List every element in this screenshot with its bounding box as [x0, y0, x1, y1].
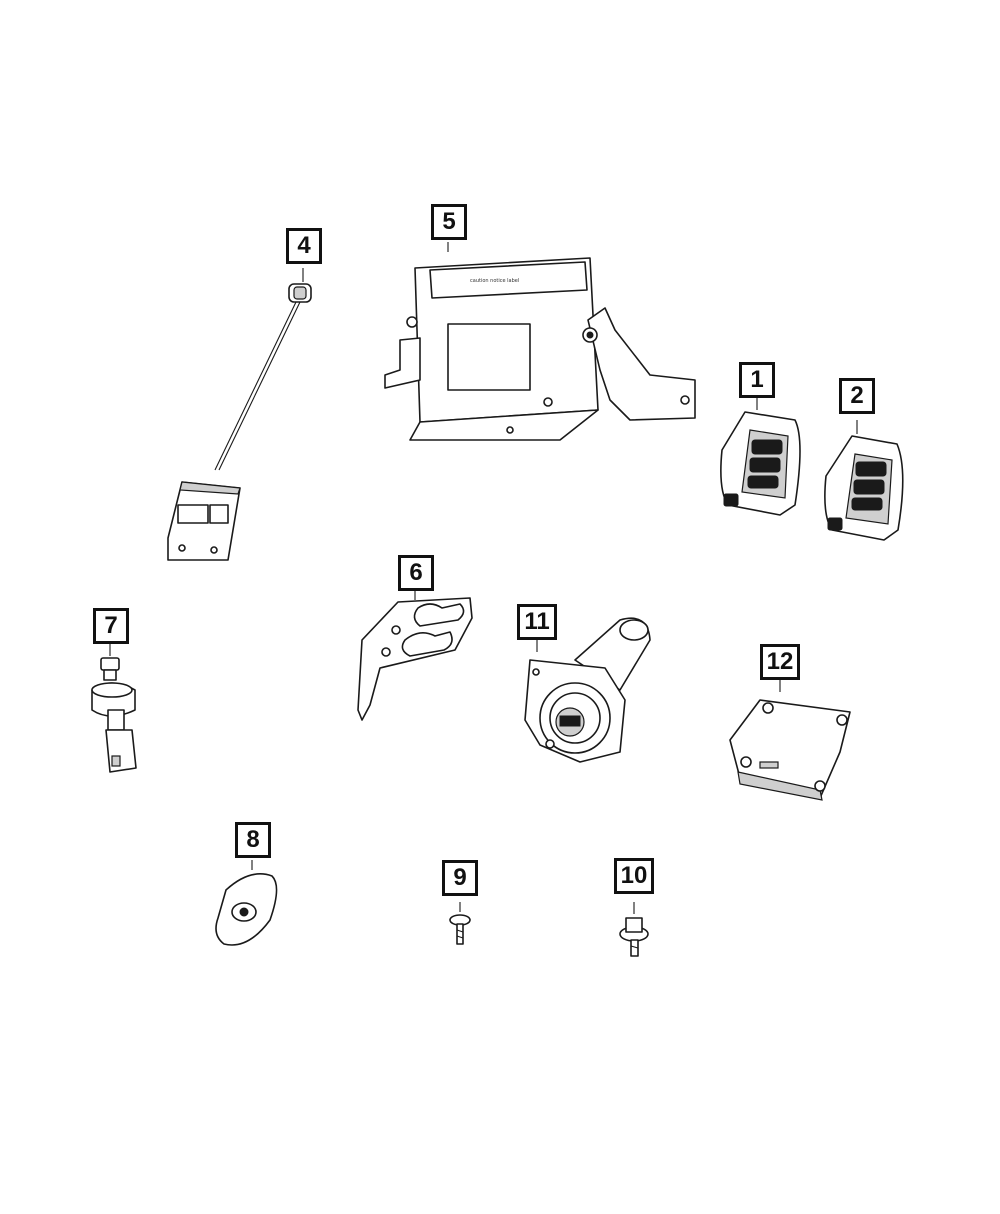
svg-text:caution notice label: caution notice label: [470, 278, 519, 284]
key-fob-icon: [824, 420, 904, 541]
bracket-icon: [357, 590, 473, 721]
antenna-module-icon: [167, 268, 312, 561]
ignition-switch-icon: [524, 617, 651, 763]
callout-1: 1: [739, 362, 775, 398]
switch-icon: [91, 644, 137, 773]
callout-2: 2: [839, 378, 875, 414]
callout-11: 11: [517, 604, 557, 640]
bolt-icon: [619, 902, 649, 957]
screw-icon: [449, 902, 471, 945]
callout-12: 12: [760, 644, 800, 680]
callout-10: 10: [614, 858, 654, 894]
callout-5: 5: [431, 204, 467, 240]
callout-4: 4: [286, 228, 322, 264]
control-module-icon: caution notice label: [384, 242, 696, 441]
receiver-module-icon: [729, 680, 851, 801]
callout-9: 9: [442, 860, 478, 896]
callout-6: 6: [398, 555, 434, 591]
bezel-icon: [215, 860, 278, 946]
callout-7: 7: [93, 608, 129, 644]
key-fob-icon: [720, 396, 801, 516]
callout-8: 8: [235, 822, 271, 858]
